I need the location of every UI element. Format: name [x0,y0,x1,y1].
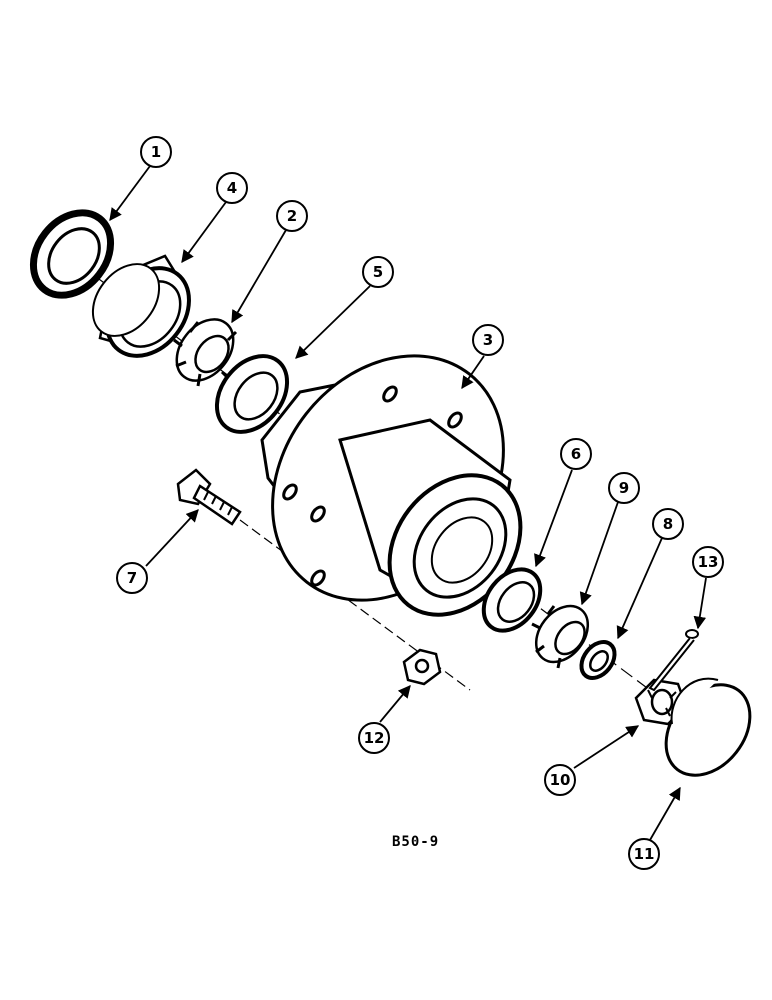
callout-2: 2 [276,200,308,232]
callout-7: 7 [116,562,148,594]
callout-13: 13 [692,546,724,578]
svg-text:12: 12 [364,729,385,747]
callout-9: 9 [608,472,640,504]
wheel-stud-part [176,468,242,526]
inner-race-part [481,567,543,633]
cone-bearing-part [173,318,238,387]
svg-text:13: 13 [698,553,719,571]
callout-4: 4 [216,172,248,204]
callout-5: 5 [362,256,394,288]
callout-10: 10 [544,764,576,796]
inner-cone-bearing-part [531,604,590,669]
washer-part [579,640,617,680]
wheel-nut-part [402,648,442,686]
bearing-cup-part [91,254,191,358]
callout-12: 12 [358,722,390,754]
cotter-pin-part [648,629,699,692]
svg-text:1: 1 [151,143,161,161]
svg-text:11: 11 [634,845,655,863]
svg-text:8: 8 [663,515,673,533]
seal-part [29,209,115,299]
callout-1: 1 [140,136,172,168]
svg-text:3: 3 [483,331,493,349]
callout-11: 11 [628,838,660,870]
svg-text:5: 5 [373,263,383,281]
svg-text:7: 7 [127,569,137,587]
svg-text:2: 2 [287,207,297,225]
callout-6: 6 [560,438,592,470]
leader-lines [109,165,707,841]
figure-label: B50-9 [392,834,440,850]
svg-text:9: 9 [619,479,629,497]
callout-8: 8 [652,508,684,540]
callouts: 1 4 2 5 3 6 9 8 13 7 12 10 11 [116,136,724,870]
hub-part [260,354,523,617]
svg-text:10: 10 [550,771,571,789]
svg-text:4: 4 [227,179,237,197]
callout-3: 3 [472,324,504,356]
svg-text:6: 6 [571,445,581,463]
dust-cap-part [664,677,752,777]
bearing-race-part [214,354,290,434]
